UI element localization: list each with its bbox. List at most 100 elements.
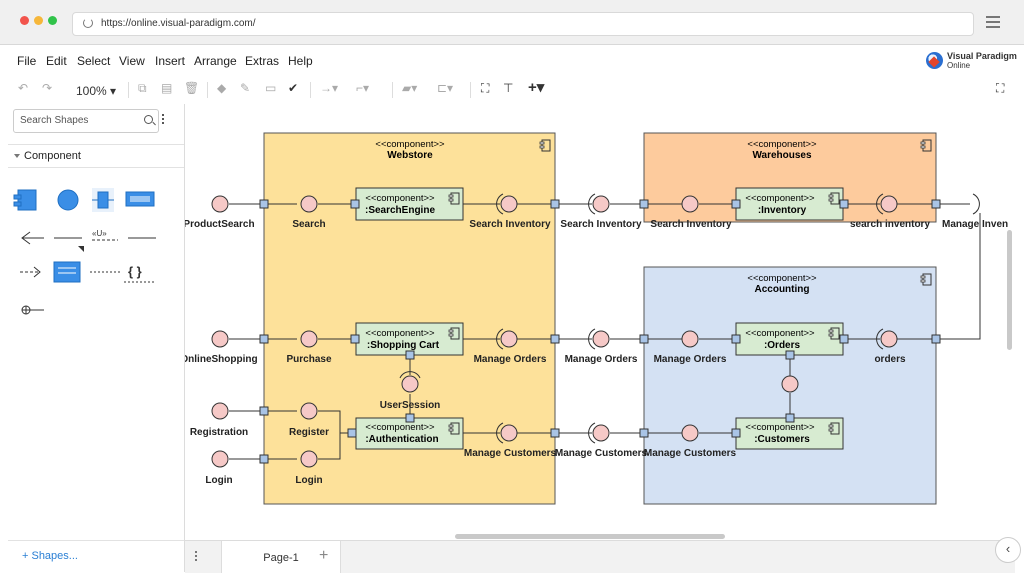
accounting-title: Accounting	[755, 284, 810, 295]
pages-menu-icon[interactable]	[195, 551, 198, 563]
close-window-dot[interactable]	[20, 16, 29, 25]
purchase-interface[interactable]	[301, 331, 317, 347]
login-interface[interactable]	[301, 451, 317, 467]
login-interface[interactable]	[212, 451, 228, 467]
manage-customers-interface[interactable]	[501, 425, 517, 441]
page-size-icon[interactable]: ⊤	[503, 81, 513, 95]
manage-orders-interface[interactable]	[501, 331, 517, 347]
label-manage-customers: Manage Customers	[555, 448, 648, 459]
register-interface[interactable]	[301, 403, 317, 419]
diagram-canvas[interactable]: <<component>> Webstore <<component>> War…	[185, 104, 1015, 540]
more-shapes-button[interactable]: + Shapes...	[8, 540, 184, 573]
more-shapes-label: + Shapes...	[22, 541, 78, 571]
authentication-component[interactable]: <<component>> :Authentication	[356, 418, 463, 449]
vertical-scrollbar[interactable]	[1007, 230, 1012, 350]
inventory-component[interactable]: <<component>> :Inventory	[736, 188, 843, 220]
zoom-value: 100%	[76, 84, 107, 98]
search-shapes-input[interactable]: Search Shapes	[13, 109, 159, 133]
chevron-left-icon: ‹	[1006, 541, 1010, 556]
orders-interface[interactable]	[881, 331, 897, 347]
customers-stereotype: <<component>>	[745, 422, 815, 433]
artifact-shape[interactable]	[126, 192, 154, 206]
address-bar[interactable]: https://online.visual-paradigm.com/	[72, 12, 974, 36]
arrange-front-icon[interactable]: ▰▾	[402, 81, 417, 95]
realization-arrow-shape[interactable]	[20, 267, 40, 277]
menu-arrange[interactable]: Arrange	[194, 54, 237, 68]
label-orders: orders	[874, 354, 906, 365]
search-inventory-interface[interactable]	[501, 196, 517, 212]
copy-icon[interactable]: ⧉	[138, 81, 147, 96]
waypoint-style-icon[interactable]: ⌐▾	[356, 81, 369, 95]
menu-help[interactable]: Help	[288, 54, 313, 68]
registration-interface[interactable]	[212, 403, 228, 419]
browser-menu-icon[interactable]	[986, 16, 1000, 28]
orders-stereotype: <<component>>	[745, 328, 815, 339]
format-painter-icon[interactable]: ✔	[288, 81, 298, 95]
fill-color-icon[interactable]: ◆	[217, 81, 226, 95]
delete-icon[interactable]: 🗑	[184, 81, 199, 95]
webstore-title: Webstore	[387, 150, 433, 161]
search-engine-component[interactable]: <<component>> :SearchEngine	[356, 188, 463, 220]
search-inventory-interface[interactable]	[881, 196, 897, 212]
product-search-interface[interactable]	[212, 196, 228, 212]
sidebar-more-icon[interactable]	[162, 114, 165, 126]
line-color-icon[interactable]: ✎	[240, 81, 250, 95]
usage-dependency-shape[interactable]: «U»	[92, 229, 118, 240]
manage-orders-interface[interactable]	[682, 331, 698, 347]
authentication-stereotype: <<component>>	[365, 422, 435, 433]
note-shape[interactable]	[54, 262, 80, 282]
svg-text:{ }: { }	[128, 264, 142, 279]
url-text: https://online.visual-paradigm.com/	[101, 13, 256, 35]
align-icon[interactable]: ⊏▾	[437, 81, 453, 95]
section-label: Component	[24, 145, 81, 167]
orders-component[interactable]: <<component>> :Orders	[736, 323, 843, 355]
orders-customers-interface[interactable]	[782, 376, 798, 392]
undo-icon[interactable]: ↶	[18, 81, 28, 95]
label-user-session: UserSession	[380, 400, 441, 411]
user-session-interface[interactable]	[402, 376, 418, 392]
component-shape[interactable]	[14, 190, 36, 210]
paste-icon[interactable]: ▤	[161, 81, 172, 95]
association-line-shape[interactable]	[54, 238, 84, 252]
search-inventory-interface[interactable]	[593, 196, 609, 212]
menu-extras[interactable]: Extras	[245, 54, 279, 68]
constraint-shape[interactable]: { }	[124, 264, 154, 282]
dependency-arrow-shape[interactable]	[22, 232, 44, 244]
component-section-header[interactable]: Component	[8, 144, 184, 168]
menu-edit[interactable]: Edit	[46, 54, 67, 68]
online-shopping-interface[interactable]	[212, 331, 228, 347]
search-engine-stereotype: <<component>>	[365, 193, 435, 204]
menu-view[interactable]: View	[119, 54, 145, 68]
fit-page-icon[interactable]: ⛶	[481, 81, 489, 96]
shadow-icon[interactable]: ▭	[265, 81, 276, 95]
manage-customers-interface[interactable]	[682, 425, 698, 441]
menu-insert[interactable]: Insert	[155, 54, 185, 68]
maximize-window-dot[interactable]	[48, 16, 57, 25]
zoom-dropdown[interactable]: 100% ▾	[76, 84, 116, 98]
add-page-icon[interactable]: +	[319, 547, 328, 565]
menu-select[interactable]: Select	[77, 54, 110, 68]
customers-component[interactable]: <<component>> :Customers	[736, 418, 843, 449]
fullscreen-icon[interactable]: ⛶	[996, 81, 1004, 96]
connector-style-icon[interactable]: →▾	[320, 81, 338, 95]
search-engine-name: :SearchEngine	[365, 205, 435, 216]
insert-plus-icon[interactable]: +▾	[528, 78, 544, 96]
assembly-connector-shape[interactable]	[22, 306, 44, 314]
redo-icon[interactable]: ↷	[42, 81, 52, 95]
collapse-panel-button[interactable]: ‹	[995, 537, 1021, 563]
menu-file[interactable]: File	[17, 54, 36, 68]
port-shape[interactable]	[92, 188, 114, 212]
reload-icon[interactable]	[83, 18, 93, 28]
search-interface[interactable]	[301, 196, 317, 212]
search-inventory-interface[interactable]	[682, 196, 698, 212]
minimize-window-dot[interactable]	[34, 16, 43, 25]
accounting-stereotype: <<component>>	[747, 273, 817, 284]
search-icon[interactable]	[144, 115, 153, 124]
manage-orders-interface[interactable]	[593, 331, 609, 347]
interface-shape[interactable]	[58, 190, 78, 210]
horizontal-scrollbar[interactable]	[455, 534, 725, 539]
shopping-cart-component[interactable]: <<component>> :Shopping Cart	[356, 323, 463, 355]
shapes-sidebar: Search Shapes Component «U» { } + Shapes…	[8, 104, 185, 572]
manage-customers-interface[interactable]	[593, 425, 609, 441]
authentication-name: :Authentication	[365, 434, 438, 445]
